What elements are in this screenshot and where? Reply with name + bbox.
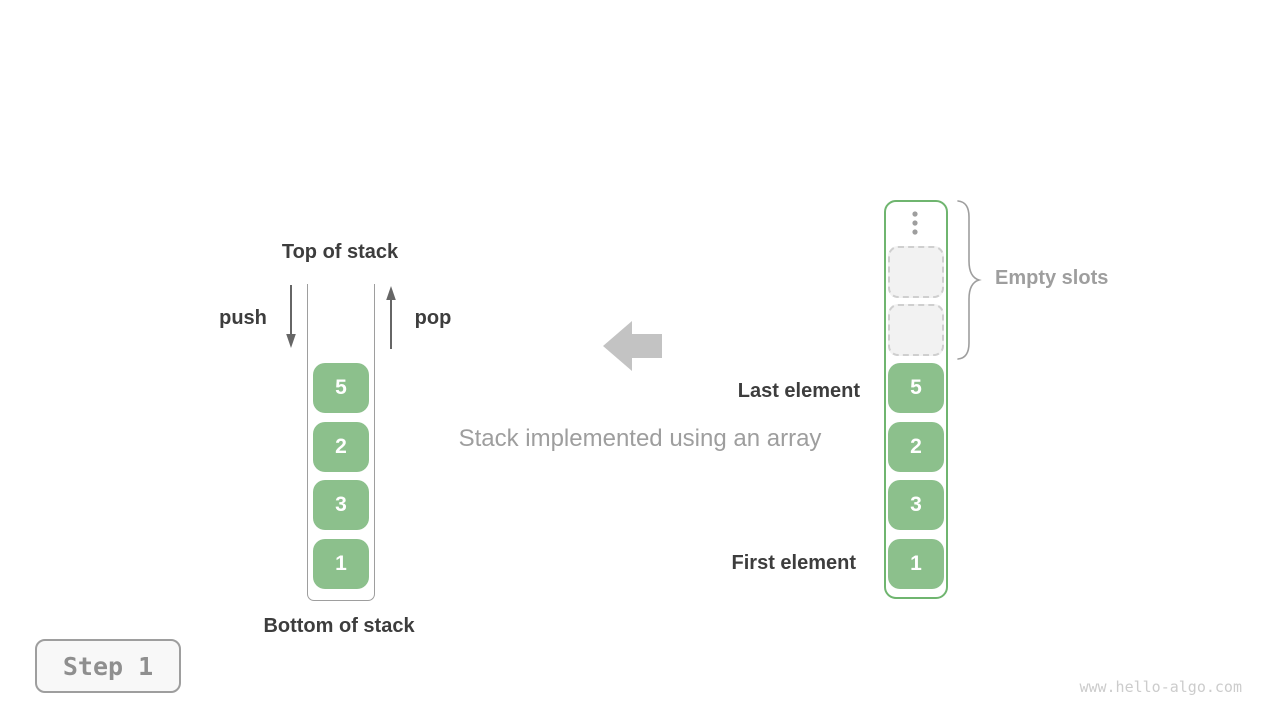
step-badge: Step 1 xyxy=(35,639,181,693)
last-element-label: Last element xyxy=(737,380,860,402)
stack-element: 2 xyxy=(313,422,369,472)
push-down-arrow-icon xyxy=(286,285,296,348)
stack-element: 3 xyxy=(313,480,369,530)
pop-up-arrow-icon xyxy=(386,286,396,349)
empty-slot xyxy=(888,246,944,298)
top-of-stack-label: Top of stack xyxy=(281,241,399,263)
vertical-ellipsis-icon xyxy=(912,211,918,235)
bottom-of-stack-label: Bottom of stack xyxy=(263,615,415,637)
array-element: 5 xyxy=(888,363,944,413)
watermark-text: www.hello-algo.com xyxy=(1079,678,1242,696)
stack-element: 1 xyxy=(313,539,369,589)
empty-slot xyxy=(888,304,944,356)
pop-label: pop xyxy=(414,307,452,329)
left-block-arrow-icon xyxy=(603,321,662,371)
stack-element: 5 xyxy=(313,363,369,413)
empty-slots-label: Empty slots xyxy=(995,267,1109,289)
array-element: 2 xyxy=(888,422,944,472)
curly-brace-icon xyxy=(957,200,982,360)
array-element: 1 xyxy=(888,539,944,589)
first-element-label: First element xyxy=(731,552,856,574)
array-element: 3 xyxy=(888,480,944,530)
step-badge-label: Step 1 xyxy=(62,651,154,681)
push-label: push xyxy=(219,307,267,329)
diagram-caption: Stack implemented using an array xyxy=(458,425,822,452)
